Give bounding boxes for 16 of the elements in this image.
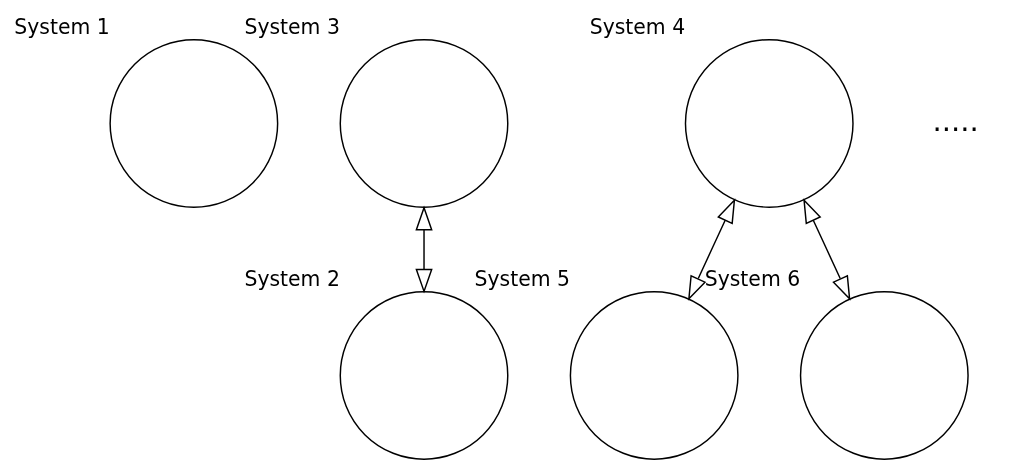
label: ..... bbox=[932, 103, 979, 138]
node-circle bbox=[569, 290, 739, 460]
node-label: System 4 bbox=[589, 14, 686, 39]
node-circle bbox=[109, 38, 279, 208]
arrow bbox=[687, 197, 736, 301]
node-circle bbox=[684, 38, 854, 208]
node-label: System 1 bbox=[14, 14, 110, 39]
node-label: System 3 bbox=[244, 14, 340, 39]
node-label: System 2 bbox=[244, 266, 340, 291]
node-label: System 6 bbox=[704, 266, 801, 291]
node-circle bbox=[799, 290, 969, 460]
node-circle bbox=[339, 290, 509, 460]
arrow bbox=[803, 197, 851, 301]
node-label: System 5 bbox=[474, 266, 571, 291]
node-circle bbox=[339, 38, 509, 208]
arrow bbox=[415, 205, 433, 294]
